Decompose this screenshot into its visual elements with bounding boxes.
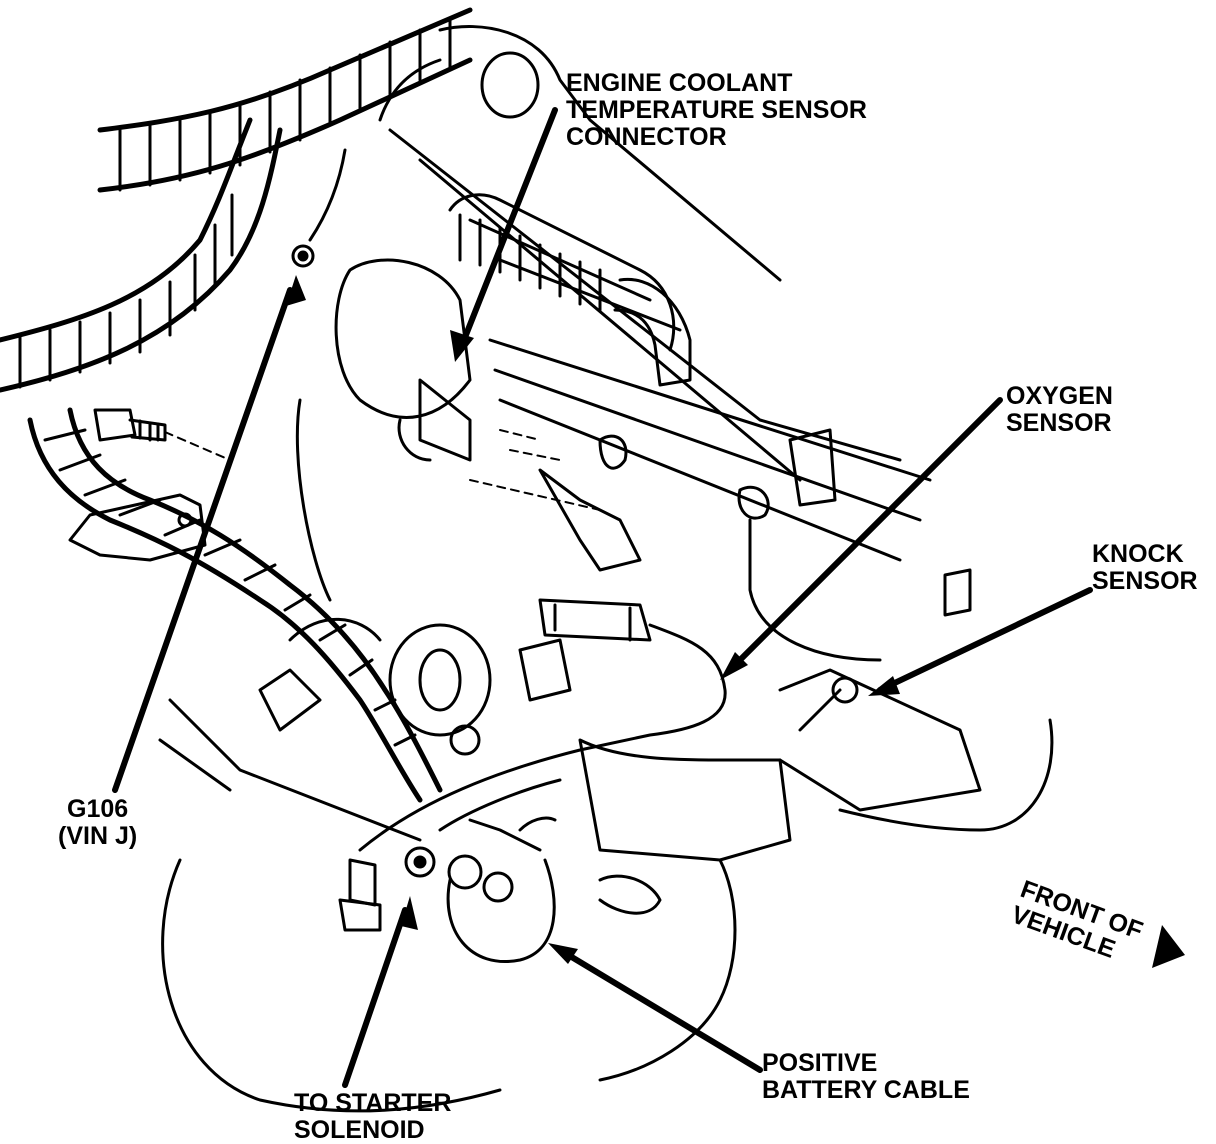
- oxygen-line-1: OXYGEN: [1006, 382, 1113, 410]
- ect-arrowhead: [450, 330, 474, 362]
- battery-cable-label: POSITIVE BATTERY CABLE: [762, 1050, 970, 1104]
- ect-line-3: CONNECTOR: [566, 123, 727, 151]
- oxygen-leader: [727, 397, 1003, 673]
- oxygen-arrowhead: [720, 652, 748, 680]
- engine-intake: [378, 25, 972, 662]
- ground-arrowhead: [286, 275, 306, 306]
- battery-cable: [161, 718, 1054, 1113]
- ect-line-1: ENGINE COOLANT: [566, 69, 793, 97]
- mounting-bolt: [93, 408, 231, 461]
- starter-line-2: SOLENOID: [294, 1116, 425, 1144]
- battery-leader: [557, 947, 763, 1073]
- oxygen-sensor-label: OXYGEN SENSOR: [1006, 383, 1113, 437]
- battery-line-1: POSITIVE: [762, 1049, 878, 1077]
- knock-leader: [877, 587, 1093, 693]
- wiring-harness: [0, 7, 473, 803]
- starter-arrowhead: [401, 896, 418, 930]
- knock-line-2: SENSOR: [1092, 567, 1198, 595]
- oxygen-line-2: SENSOR: [1006, 409, 1112, 437]
- ect-line-2: TEMPERATURE SENSOR: [566, 96, 867, 124]
- starter-line-1: TO STARTER: [294, 1089, 452, 1117]
- ground-bracket: [68, 148, 347, 562]
- leader-lines: [112, 107, 1093, 1088]
- oxygen-sensor-lead: [338, 598, 727, 932]
- battery-line-2: BATTERY CABLE: [762, 1076, 970, 1104]
- ground-line-2: (VIN J): [58, 822, 138, 850]
- triangle-arrow-icon: [1152, 925, 1185, 968]
- ground-label: G106 (VIN J): [58, 796, 137, 850]
- starter-solenoid-label: TO STARTER SOLENOID: [294, 1090, 451, 1144]
- ect-sensor-label: ENGINE COOLANT TEMPERATURE SENSOR CONNEC…: [566, 70, 867, 151]
- ground-line-1: G106: [67, 795, 129, 823]
- ect-leader: [457, 107, 558, 353]
- knock-line-1: KNOCK: [1092, 540, 1184, 568]
- knock-sensor-label: KNOCK SENSOR: [1092, 541, 1198, 595]
- starter-assembly: [158, 617, 982, 862]
- battery-arrowhead: [548, 943, 578, 964]
- starter-leader: [342, 907, 408, 1088]
- ground-leader: [112, 287, 293, 793]
- throttle-body: [295, 258, 642, 602]
- leader-arrowheads: [286, 275, 900, 964]
- knock-arrowhead: [868, 676, 900, 696]
